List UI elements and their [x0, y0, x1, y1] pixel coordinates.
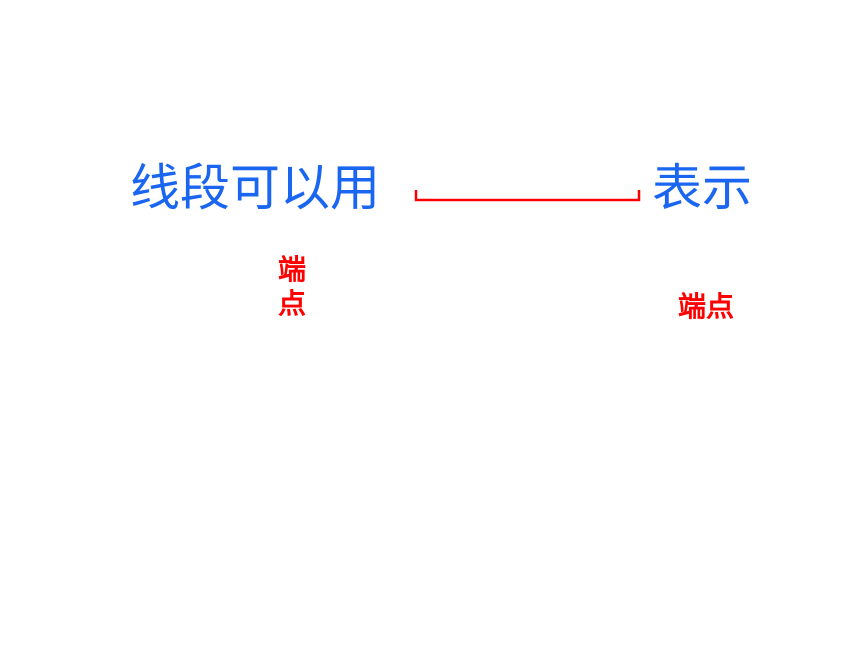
line-segment: [414, 190, 641, 202]
sentence-lead-text: 线段可以用: [130, 159, 380, 217]
line-segment-diagram: [414, 190, 641, 202]
sentence-trail-text: 表示: [652, 159, 752, 217]
left-endpoint-label: 端点: [278, 253, 307, 320]
right-endpoint-label: 端点: [678, 290, 735, 323]
